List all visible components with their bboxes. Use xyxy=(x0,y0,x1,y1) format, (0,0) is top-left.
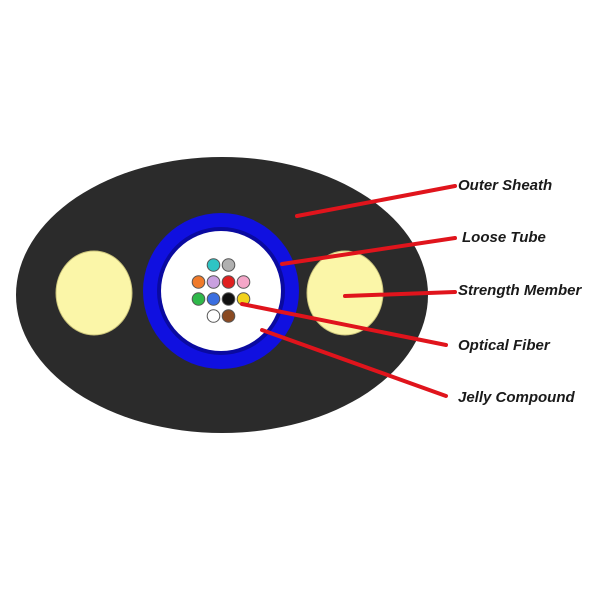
label-jelly-compound: Jelly Compound xyxy=(458,389,576,406)
optical-fiber-9 xyxy=(221,292,236,306)
leader-line-strength-member xyxy=(343,290,457,298)
label-outer-sheath: Outer Sheath xyxy=(458,177,552,194)
leader-line-jelly-compound xyxy=(260,328,448,398)
optical-fiber-3 xyxy=(191,275,206,289)
optical-fiber-6 xyxy=(236,275,251,289)
optical-fiber-8 xyxy=(206,292,221,306)
label-loose-tube: Loose Tube xyxy=(462,229,546,246)
optical-fiber-12 xyxy=(221,309,236,323)
label-optical-fiber: Optical Fiber xyxy=(458,337,551,354)
leader-line-outer-sheath xyxy=(295,184,457,218)
strength-member-left xyxy=(55,250,133,336)
leader-line-optical-fiber xyxy=(240,302,448,347)
optical-fiber-4 xyxy=(206,275,221,289)
optical-fiber-5 xyxy=(221,275,236,289)
optical-fiber-7 xyxy=(191,292,206,306)
optical-fiber-group xyxy=(191,258,251,323)
leader-line-loose-tube xyxy=(280,236,457,266)
optical-fiber-1 xyxy=(206,258,221,272)
label-strength-member: Strength Member xyxy=(458,282,583,299)
strength-member-right xyxy=(306,250,384,336)
jelly-compound-shape xyxy=(161,231,281,351)
optical-fiber-11 xyxy=(206,309,221,323)
optical-fiber-2 xyxy=(221,258,236,272)
